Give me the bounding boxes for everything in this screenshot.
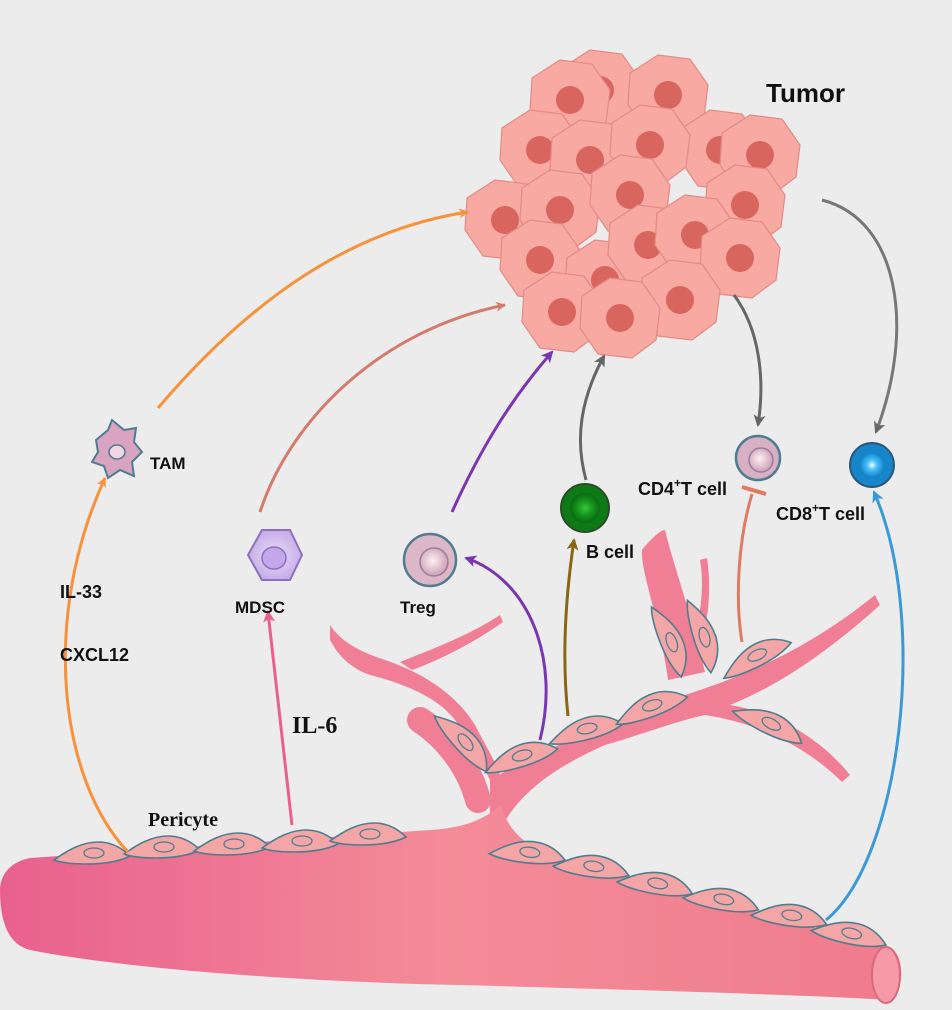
tam-cell xyxy=(90,418,144,480)
pericyte-cell xyxy=(329,822,407,846)
b-cell xyxy=(560,483,610,533)
mdsc-label: MDSC xyxy=(235,598,285,617)
cd8-base: CD8 xyxy=(776,504,812,524)
pericyte-to-cd8-arrow xyxy=(825,490,905,922)
cd4-superscript: + xyxy=(674,476,681,490)
pericyte-to-treg-arrow xyxy=(464,555,548,741)
tumor-label: Tumor xyxy=(766,78,845,108)
il33-label: IL-33 xyxy=(60,582,102,602)
cd4-inhibition-line xyxy=(736,493,754,643)
pericyte-cell xyxy=(53,841,131,865)
pericyte-label: Pericyte xyxy=(148,809,218,831)
tumor-to-cd4-arrow xyxy=(732,294,766,427)
pericyte-to-bcell-arrow xyxy=(563,538,579,717)
cxcl12-label: CXCL12 xyxy=(60,645,129,665)
cd8-superscript: + xyxy=(812,501,819,515)
mdsc-to-tumor-arrow xyxy=(258,301,506,513)
treg-cell xyxy=(402,532,458,588)
cd4-base: CD4 xyxy=(638,479,674,499)
labels: Tumor TAM IL-33 CXCL12 MDSC IL-6 Treg B … xyxy=(60,78,865,831)
pericyte-cell xyxy=(123,835,201,859)
pericyte-to-tam-arrow xyxy=(63,477,130,854)
mdsc-cell xyxy=(246,529,304,581)
cd4-t-cell-label: CD4+T cell xyxy=(638,476,727,499)
tam-label: TAM xyxy=(150,454,186,473)
pericyte-cell xyxy=(261,829,339,853)
pericyte-cell xyxy=(193,832,271,856)
treg-to-tumor-arrow xyxy=(450,350,554,513)
tam-to-tumor-arrow xyxy=(156,208,469,409)
blood-vessel xyxy=(0,530,902,1004)
tumor-cell xyxy=(579,277,661,359)
tumor-to-cd8-arrow xyxy=(821,198,899,434)
il6-label: IL-6 xyxy=(292,713,337,739)
cd4-tail: T cell xyxy=(681,479,727,499)
arrows xyxy=(63,198,905,922)
tumor-mass xyxy=(464,49,801,359)
cd4-inhibition-bar xyxy=(741,485,767,496)
bcell-label: B cell xyxy=(586,542,634,562)
treg-label: Treg xyxy=(400,598,436,617)
cd8-t-cell xyxy=(849,442,895,488)
cd4-t-cell xyxy=(734,434,782,482)
cd8-t-cell-label: CD8+T cell xyxy=(776,501,865,524)
bcell-to-tumor-arrow xyxy=(578,354,606,481)
cd8-tail: T cell xyxy=(819,504,865,524)
il6-arrow xyxy=(263,610,294,826)
